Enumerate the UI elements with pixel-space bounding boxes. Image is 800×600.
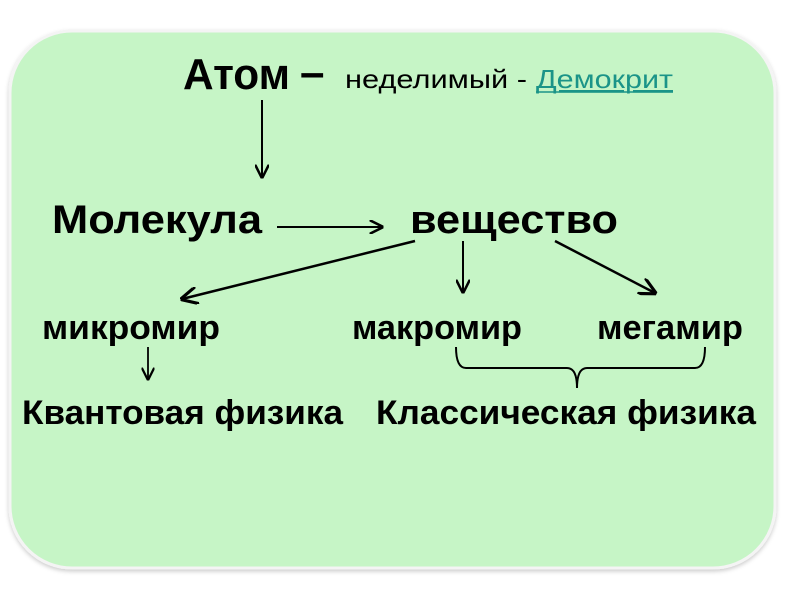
macroworld-label: макромир [352,309,522,347]
megaworld-label: мегамир [597,309,743,347]
quantum-physics-label: Квантовая физика [22,394,344,432]
atom-label: Атом [183,50,290,99]
arrow-substance-to-megaworld [554,239,655,293]
atom-dash: – [300,48,324,97]
arrow-substance-to-microworld [182,239,416,299]
microworld-label: микромир [42,309,220,347]
democritus-link[interactable]: Демокрит [536,64,673,94]
panel-background [8,29,777,570]
atom-description: неделимый - [345,64,527,94]
substance-label: вещество [410,198,618,242]
bracket-macro-mega [455,346,706,389]
molecule-label: Молекула [52,198,263,242]
classical-physics-label: Классическая физика [376,394,757,432]
